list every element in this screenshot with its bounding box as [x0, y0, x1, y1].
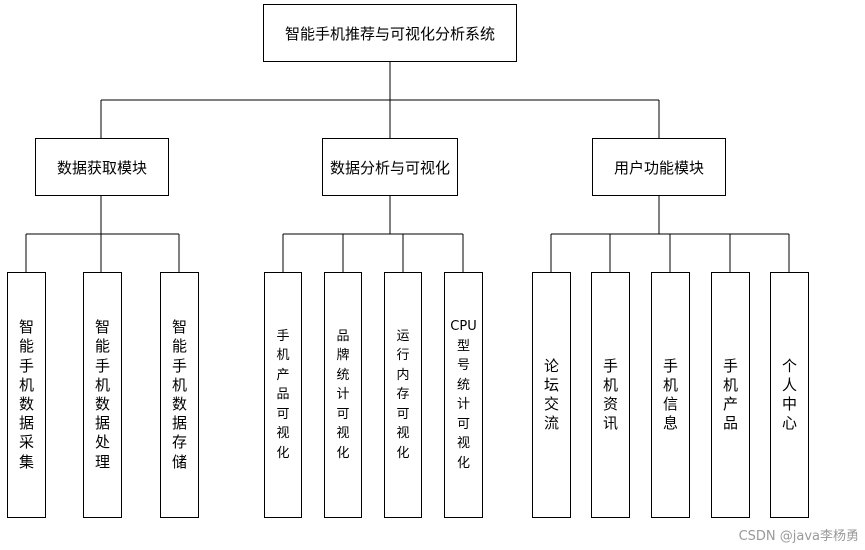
module-label: 用户功能模块	[613, 158, 704, 177]
leaf-label: 运行内存可视化	[396, 328, 410, 461]
root-label: 智能手机推荐与可视化分析系统	[284, 24, 495, 43]
watermark: CSDN @java李杨勇	[738, 529, 859, 544]
leaf-node: 运行内存可视化	[384, 272, 422, 518]
leaf-node: 手机资讯	[591, 272, 630, 518]
leaf-node: 智能手机数据处理	[83, 272, 122, 518]
leaf-label: 手机产品	[722, 356, 738, 433]
leaf-label: 手机资讯	[602, 356, 618, 433]
leaf-node: 智能手机数据采集	[7, 272, 46, 518]
root-node: 智能手机推荐与可视化分析系统	[263, 4, 517, 62]
module-label: 数据分析与可视化	[329, 158, 450, 177]
leaf-label: 智能手机数据采集	[18, 318, 34, 471]
leaf-node: 智能手机数据存储	[160, 272, 199, 518]
leaf-label: 手机信息	[662, 356, 678, 433]
module-user-functions: 用户功能模块	[592, 138, 726, 196]
leaf-label: 个人中心	[781, 356, 797, 433]
leaf-node: 手机产品	[711, 272, 750, 518]
leaf-node: 手机产品可视化	[264, 272, 302, 518]
leaf-label: 论坛交流	[543, 356, 559, 433]
leaf-label: 智能手机数据处理	[94, 318, 110, 471]
leaf-label: 品牌统计可视化	[336, 328, 350, 461]
module-data-acquisition: 数据获取模块	[35, 138, 169, 196]
leaf-node: 手机信息	[651, 272, 690, 518]
leaf-node: 品牌统计可视化	[324, 272, 362, 518]
module-label: 数据获取模块	[56, 158, 147, 177]
leaf-label: 手机产品可视化	[276, 328, 290, 461]
module-analysis-visualization: 数据分析与可视化	[322, 138, 458, 196]
leaf-node: 个人中心	[770, 272, 809, 518]
leaf-node: 论坛交流	[532, 272, 571, 518]
leaf-label: 智能手机数据存储	[171, 318, 187, 471]
